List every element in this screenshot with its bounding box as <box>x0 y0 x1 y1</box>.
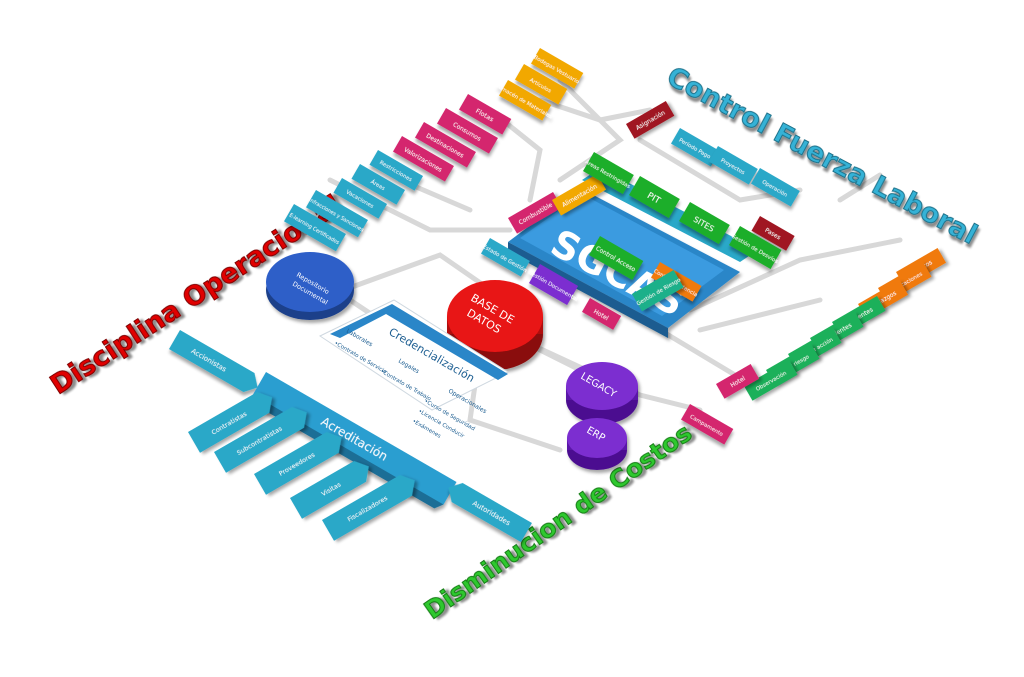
legacy-cylinder: LEGACY <box>566 362 638 424</box>
connector-lines <box>327 77 903 453</box>
autoridades-bar: Autoridades <box>448 483 532 543</box>
accionistas-bar: Accionistas <box>169 330 258 393</box>
green-right-stack: Incidentes Accidentes Plan de acción Mat… <box>744 296 886 401</box>
magenta-box-hotel: Hotel <box>716 364 760 399</box>
magenta-bottom: Hotel Campamento <box>681 364 760 445</box>
flotas-stack: Flotas Consumos Destinaciones Valorizaci… <box>393 94 512 182</box>
cyan-stack-box-1: Áreas <box>351 164 406 205</box>
repositorio-disk: Repositorio Documental <box>266 252 354 320</box>
cyan-top-box-2: Operación <box>751 168 800 207</box>
red-box-asignacion: Asignación <box>626 101 675 139</box>
yellow-box-1: Artículos <box>515 64 568 105</box>
cyan-top-box-1: Proyectos <box>709 146 758 185</box>
sgcas-side-boxes: Combustible Alimentación Estado de Gesti… <box>481 174 702 330</box>
arrow-visitas: Visitas <box>290 461 369 519</box>
box-hotel-center: Hotel <box>582 298 622 330</box>
green-box-2: SITES <box>679 202 730 245</box>
green-box-1: PIT <box>629 176 680 219</box>
erp-cylinder: ERP <box>567 418 627 470</box>
red-box-pases: Pases <box>751 216 795 251</box>
flotas-box-0: Flotas <box>459 94 512 135</box>
